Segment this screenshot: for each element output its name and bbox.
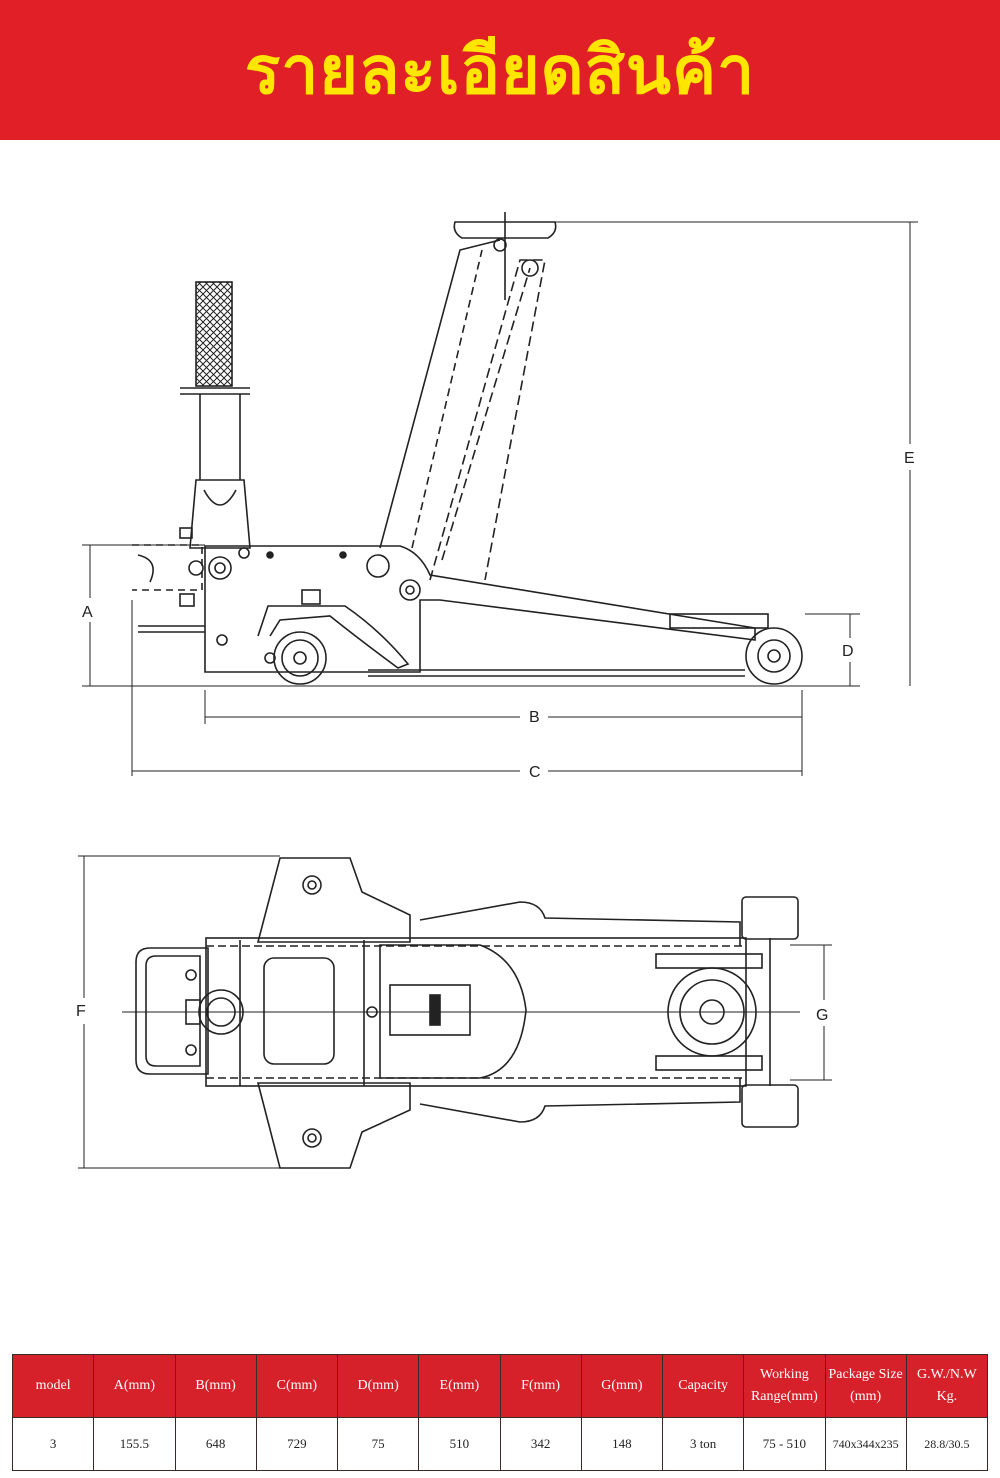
front-wheel-bottom bbox=[741, 1084, 799, 1128]
dim-label-b: B bbox=[529, 709, 540, 726]
cell-capacity: 3 ton bbox=[661, 1417, 745, 1471]
table-row: 3 155.5 648 729 75 510 342 148 3 ton 75 … bbox=[11, 1417, 989, 1471]
cell-package-size: 740x344x235 bbox=[824, 1417, 907, 1471]
spec-table-header-row: model A(mm) B(mm) C(mm) D(mm) E(mm) F(mm… bbox=[11, 1354, 989, 1418]
cell-weight: 28.8/30.5 bbox=[905, 1417, 989, 1471]
top-view: F G bbox=[76, 855, 832, 1169]
dim-label-c: C bbox=[529, 764, 541, 781]
col-package-size: Package Size (mm) bbox=[824, 1354, 907, 1418]
cell-f: 342 bbox=[499, 1417, 582, 1471]
handle-grip bbox=[195, 281, 233, 387]
cell-e: 510 bbox=[418, 1417, 501, 1471]
dim-label-f: F bbox=[76, 1003, 86, 1020]
col-capacity: Capacity bbox=[661, 1354, 745, 1418]
frame-body bbox=[204, 545, 756, 673]
cell-a: 155.5 bbox=[93, 1417, 176, 1471]
col-g: G(mm) bbox=[580, 1354, 664, 1418]
col-b: B(mm) bbox=[174, 1354, 257, 1418]
col-e: E(mm) bbox=[418, 1354, 501, 1418]
handle-loop bbox=[135, 947, 209, 1075]
col-weight: G.W./N.W Kg. bbox=[905, 1354, 989, 1418]
col-a: A(mm) bbox=[93, 1354, 176, 1418]
col-c: C(mm) bbox=[255, 1354, 339, 1418]
saddle bbox=[453, 221, 557, 239]
cell-model: 3 bbox=[11, 1417, 95, 1471]
col-f: F(mm) bbox=[499, 1354, 582, 1418]
page-title: รายละเอียดสินค้า bbox=[244, 31, 756, 109]
col-working-range: Working Range(mm) bbox=[743, 1354, 826, 1418]
dim-label-a: A bbox=[82, 604, 93, 621]
rear-caster-wheel bbox=[273, 631, 327, 685]
cell-g: 148 bbox=[580, 1417, 664, 1471]
dim-label-g: G bbox=[816, 1007, 828, 1024]
dim-label-d: D bbox=[842, 643, 854, 660]
front-wheel bbox=[745, 627, 803, 685]
spec-table: model A(mm) B(mm) C(mm) D(mm) E(mm) F(mm… bbox=[11, 1354, 989, 1471]
col-model: model bbox=[11, 1354, 95, 1418]
cell-b: 648 bbox=[174, 1417, 257, 1471]
cell-working-range: 75 - 510 bbox=[743, 1417, 826, 1471]
page-header: รายละเอียดสินค้า bbox=[0, 0, 1000, 140]
front-wheel-top bbox=[741, 896, 799, 940]
dim-label-e: E bbox=[904, 450, 915, 467]
cell-c: 729 bbox=[255, 1417, 339, 1471]
side-view: A B C D E bbox=[82, 212, 918, 781]
jack-technical-drawing: A B C D E bbox=[76, 212, 918, 1169]
col-d: D(mm) bbox=[336, 1354, 420, 1418]
cell-d: 75 bbox=[336, 1417, 420, 1471]
